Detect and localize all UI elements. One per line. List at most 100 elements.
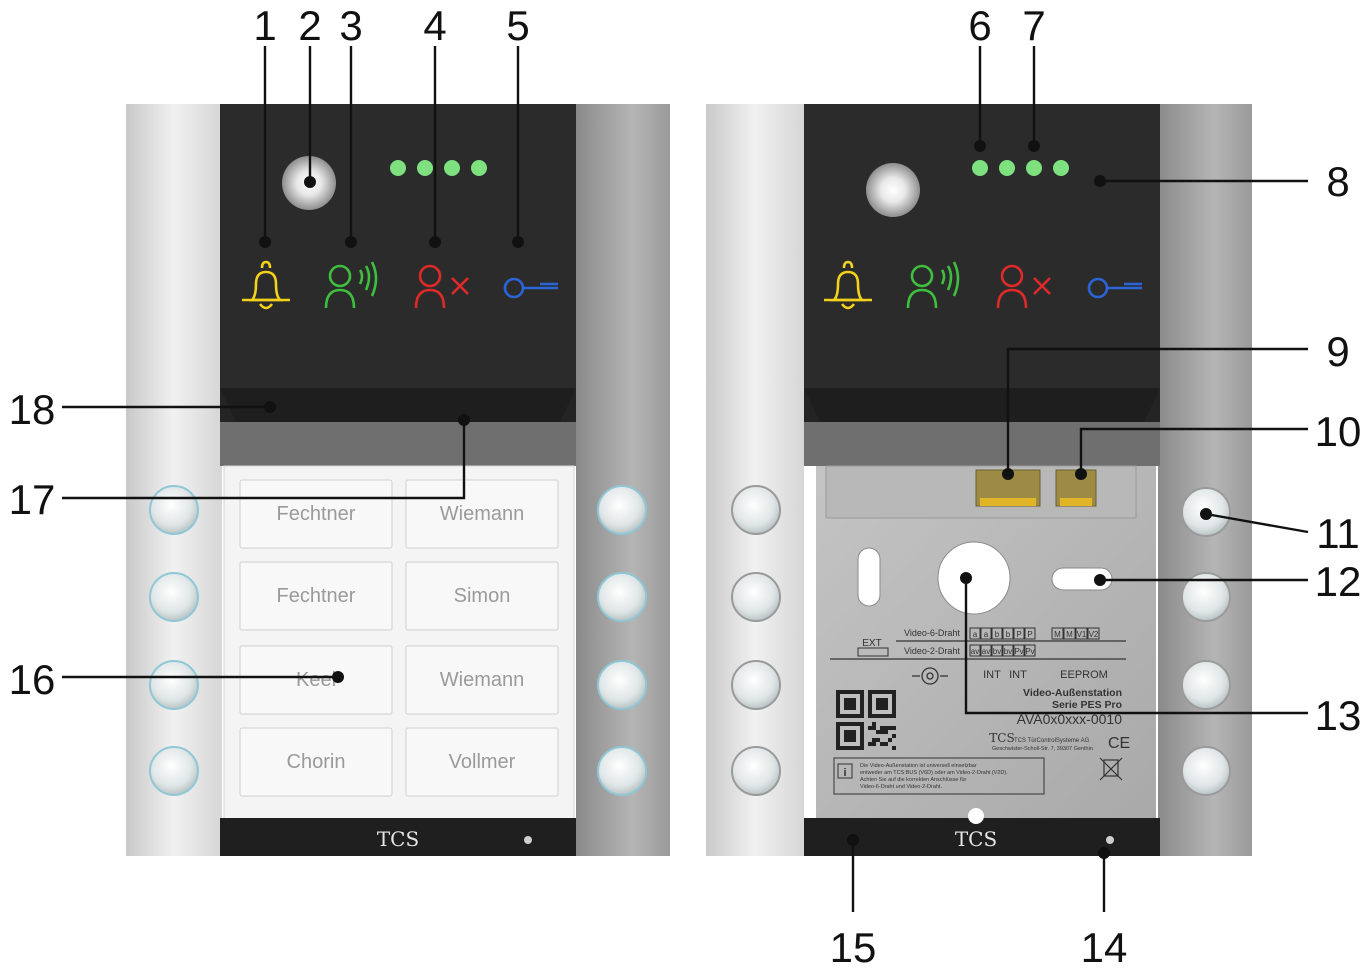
led bbox=[390, 160, 406, 176]
terminal-box bbox=[1024, 644, 1036, 657]
screw-head bbox=[968, 808, 984, 824]
terminal-label: V1 bbox=[1077, 630, 1087, 639]
speaking-person-icon bbox=[324, 261, 378, 309]
callout-8: 8 bbox=[1326, 158, 1349, 205]
name-label: Vollmer bbox=[449, 751, 516, 773]
grey-strip bbox=[220, 422, 576, 466]
info-text: entweder am TCS:BUS (V6D) oder am Video-… bbox=[860, 770, 1008, 776]
call-button[interactable] bbox=[731, 485, 781, 535]
led bbox=[972, 160, 988, 176]
terminal-label: bv bbox=[1004, 647, 1012, 656]
callout-7: 7 bbox=[1022, 2, 1045, 49]
terminal-label: av bbox=[982, 647, 990, 656]
call-button[interactable] bbox=[1181, 572, 1231, 622]
led bbox=[1026, 160, 1042, 176]
terminal-box bbox=[1013, 644, 1025, 657]
status-leds bbox=[972, 160, 1069, 176]
name-card bbox=[239, 645, 393, 715]
call-button[interactable] bbox=[149, 746, 199, 796]
call-button[interactable] bbox=[731, 746, 781, 796]
leader-dot bbox=[304, 176, 316, 188]
callout-11: 11 bbox=[1316, 510, 1360, 557]
terminal-label: a bbox=[973, 630, 978, 639]
leader-dot bbox=[960, 572, 972, 584]
terminal-label: P bbox=[1027, 630, 1032, 639]
call-button[interactable] bbox=[1181, 660, 1231, 710]
bell-icon bbox=[824, 260, 872, 310]
call-button[interactable] bbox=[149, 572, 199, 622]
qr-module bbox=[892, 734, 896, 738]
leader-dot bbox=[332, 671, 344, 683]
adjust-symbol-icon bbox=[912, 667, 948, 685]
call-button[interactable] bbox=[597, 746, 647, 796]
led bbox=[444, 160, 460, 176]
callout-10: 10 bbox=[1315, 408, 1362, 455]
qr-module bbox=[868, 742, 872, 746]
terminal-box bbox=[980, 644, 992, 657]
call-button[interactable] bbox=[1181, 746, 1231, 796]
terminal-label: a bbox=[984, 630, 989, 639]
call-button[interactable] bbox=[731, 660, 781, 710]
callout-4: 4 bbox=[423, 2, 446, 49]
ext-label: EXT bbox=[862, 638, 881, 649]
qr-module bbox=[888, 726, 892, 730]
qr-module bbox=[884, 742, 888, 746]
bell-icon bbox=[242, 260, 290, 310]
call-button[interactable] bbox=[597, 572, 647, 622]
leader-line bbox=[1205, 512, 1309, 534]
qr-module bbox=[888, 738, 892, 742]
info-icon-box bbox=[837, 763, 853, 779]
terminal-label: b bbox=[1006, 630, 1011, 639]
leader-line bbox=[1079, 427, 1308, 474]
mounting-slot-vertical bbox=[857, 547, 881, 607]
name-label: Fechtner bbox=[277, 503, 356, 525]
name-card bbox=[405, 561, 559, 631]
callout-13: 13 bbox=[1315, 692, 1362, 739]
bottom-dark-bar bbox=[220, 818, 576, 856]
info-box bbox=[833, 757, 1045, 795]
ext-connector bbox=[857, 647, 889, 657]
terminal-box bbox=[1075, 627, 1088, 640]
terminal-box bbox=[1024, 627, 1036, 640]
call-button[interactable] bbox=[149, 660, 199, 710]
cable-entry-hole bbox=[937, 541, 1011, 615]
name-plate-bevel bbox=[220, 388, 576, 422]
qr-finder bbox=[844, 730, 856, 742]
top-dark-panel bbox=[804, 104, 1160, 390]
video6-label: Video-6-Draht bbox=[904, 628, 960, 638]
call-button[interactable] bbox=[149, 485, 199, 535]
callout-1: 1 bbox=[253, 2, 276, 49]
leader-dot bbox=[429, 236, 441, 248]
terminal-label: M bbox=[1066, 630, 1073, 639]
info-text: Video-6-Draht und Video-2-Draht. bbox=[860, 784, 943, 790]
int-label-2: INT bbox=[1009, 669, 1027, 681]
info-icon: i bbox=[843, 767, 846, 779]
leader-dot bbox=[974, 140, 986, 152]
terminal-box bbox=[1063, 627, 1076, 640]
manufacturer: TCS TürControlSysteme AG bbox=[1014, 738, 1090, 744]
call-button[interactable] bbox=[597, 485, 647, 535]
led bbox=[999, 160, 1015, 176]
terminal-box bbox=[1002, 644, 1014, 657]
product-series: Serie PES Pro bbox=[1052, 699, 1122, 711]
ce-mark: CE bbox=[1108, 735, 1130, 752]
terminal-label: Pv bbox=[1014, 647, 1023, 656]
info-text: Achten Sie auf die korrekten Anschlüsse … bbox=[860, 777, 967, 783]
terminal-label: bv bbox=[993, 647, 1001, 656]
leader-line bbox=[1006, 347, 1308, 474]
terminal-box bbox=[980, 627, 992, 640]
call-buttons-right bbox=[597, 485, 647, 796]
call-button[interactable] bbox=[731, 572, 781, 622]
terminal-label: V2 bbox=[1089, 630, 1099, 639]
qr-finder bbox=[876, 698, 888, 710]
terminal-label: b bbox=[995, 630, 1000, 639]
callout-12: 12 bbox=[1315, 558, 1362, 605]
int-label-1: INT bbox=[983, 669, 1001, 681]
led bbox=[1053, 160, 1069, 176]
call-button[interactable] bbox=[597, 660, 647, 710]
name-plate-bevel bbox=[804, 388, 1160, 422]
callout-15: 15 bbox=[830, 924, 877, 971]
leader-dot bbox=[1002, 468, 1014, 480]
leader-line bbox=[964, 578, 1308, 715]
terminal-label: Pv bbox=[1025, 647, 1034, 656]
